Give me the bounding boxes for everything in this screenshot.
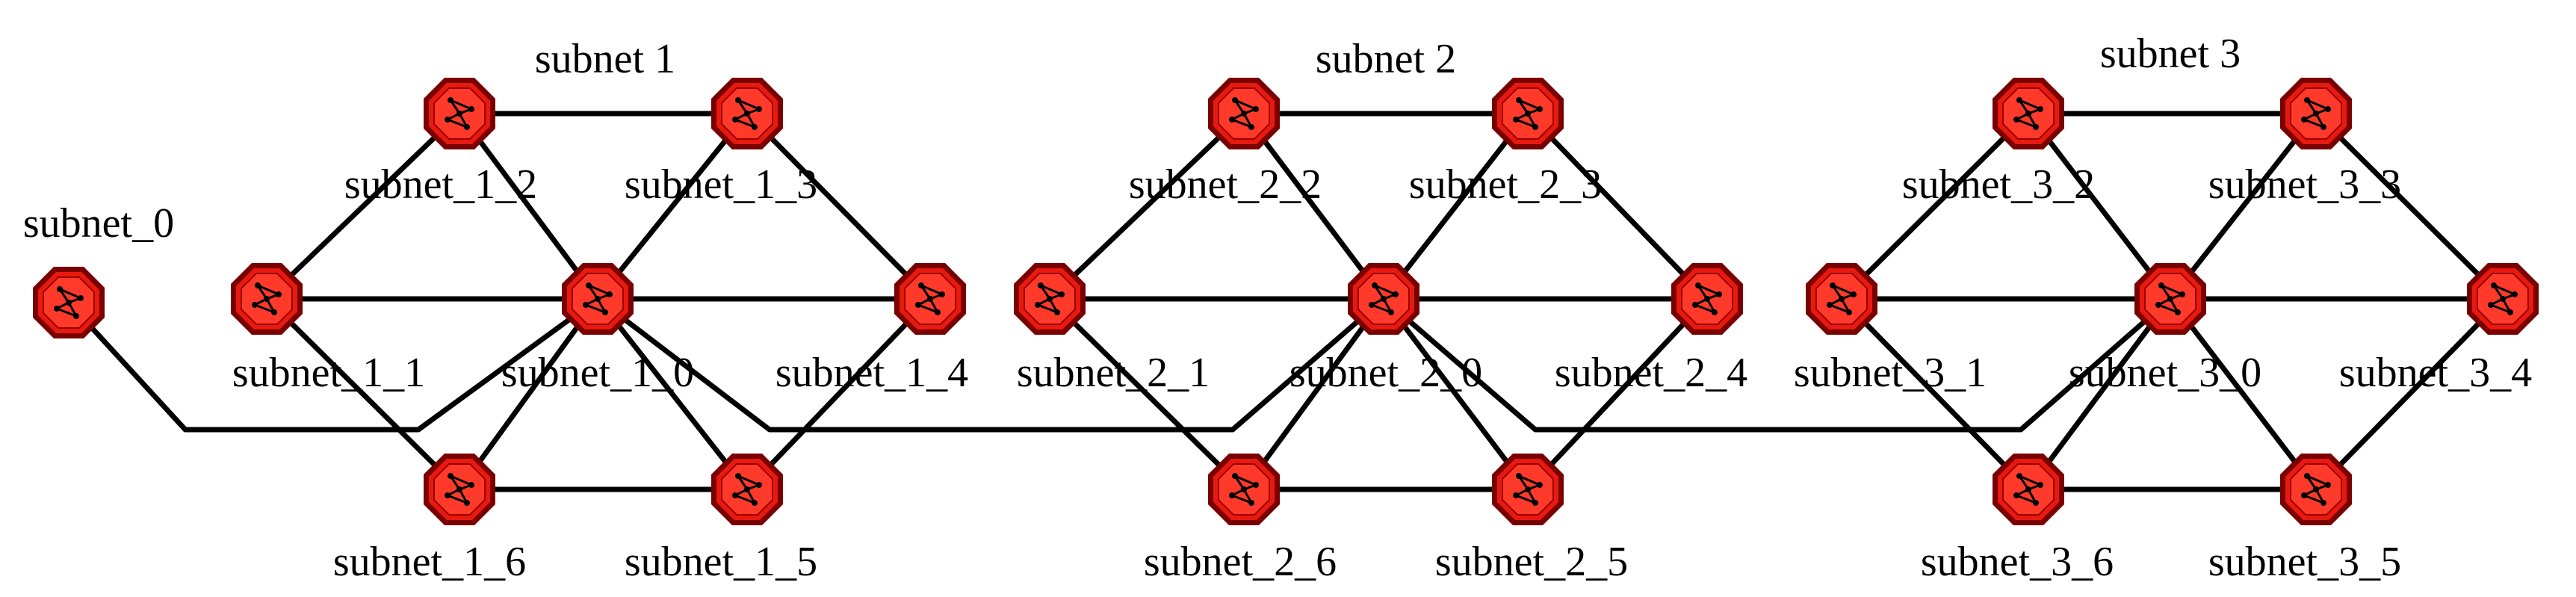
link-2-0-2-5 [1381,296,1531,492]
node-label: subnet_3_4 [2339,350,2532,396]
router-icon[interactable] [710,452,784,527]
link-1-2-1-1 [264,111,462,302]
node-label: subnet_2_3 [1409,161,1602,208]
router-icon[interactable] [2133,262,2208,336]
router-icon[interactable] [2465,262,2540,336]
router-icon[interactable] [710,76,784,151]
router-icon[interactable] [1490,76,1565,151]
network-links [66,111,2506,492]
link-3-0-3-6 [2025,296,2173,492]
subnet-1-title: subnet 1 [535,36,675,82]
router-icon[interactable] [560,262,635,336]
subnet-2-title: subnet 2 [1316,36,1456,82]
subnet-titles: subnet 1 subnet 2 subnet 3 [535,31,2241,82]
link-1-1-1-6 [264,296,462,492]
link-3-3-3-4 [2313,111,2506,302]
link-2-0-2-3 [1381,111,1531,302]
link-2-3-2-4 [1525,111,1710,302]
link-1-0-1-6 [456,296,601,492]
node-label: subnet_2_6 [1144,539,1337,585]
link-1-3-1-4 [744,111,933,302]
router-icon[interactable] [1991,76,2066,151]
link-1-0-1-3 [595,111,750,302]
link-1-0-1-2 [456,111,601,302]
link-3-0-3-2 [2025,111,2173,302]
link-3-2-3-1 [1839,111,2031,302]
node-label: subnet_2_2 [1129,161,1322,208]
node-label: subnet_3_1 [1794,350,1987,396]
node-labels: subnet_0 subnet_1_2 subnet_1_3 subnet_1_… [23,161,2532,585]
router-icon[interactable] [1991,452,2066,527]
router-icon[interactable] [2279,452,2353,527]
link-2-4-2-5 [1525,296,1710,492]
node-label: subnet_0 [23,200,174,247]
router-icon[interactable] [1490,452,1565,527]
node-label: subnet_1_5 [625,539,817,585]
link-subnet2-to-subnet3 [1381,296,2173,433]
link-3-0-3-5 [2167,296,2319,492]
node-label: subnet_2_4 [1555,350,1747,396]
router-icon[interactable] [2279,76,2353,151]
node-label: subnet_2_0 [1289,350,1482,396]
router-icon[interactable] [422,452,497,527]
node-label: subnet_2_5 [1435,539,1628,585]
router-icon[interactable] [1207,452,1281,527]
subnet-3-title: subnet 3 [2100,31,2241,77]
node-label: subnet_3_5 [2208,539,2401,585]
router-icon[interactable] [1012,262,1087,336]
link-2-0-2-2 [1241,111,1387,302]
link-subnet0-to-subnet1 [66,296,601,433]
link-2-2-2-1 [1047,111,1247,302]
router-icon[interactable] [1207,76,1281,151]
router-icon[interactable] [893,262,967,336]
link-1-4-1-5 [744,296,933,492]
node-label: subnet_3_0 [2069,350,2261,396]
router-icon[interactable] [1670,262,1744,336]
link-subnet1-to-subnet2 [595,296,1387,433]
node-label: subnet_3_2 [1902,161,2095,208]
router-icon[interactable] [422,76,497,151]
node-label: subnet_1_4 [775,350,968,396]
node-label: subnet_1_3 [625,161,817,208]
router-icon[interactable] [31,265,106,340]
link-2-0-2-6 [1241,296,1387,492]
router-icon[interactable] [1346,262,1421,336]
node-label: subnet_1_0 [501,350,694,396]
router-icon[interactable] [229,262,304,336]
link-3-0-3-3 [2167,111,2319,302]
link-3-1-3-6 [1839,296,2031,492]
node-label: subnet_1_6 [333,539,526,585]
link-1-0-1-5 [595,296,750,492]
node-label: subnet_3_6 [1921,539,2114,585]
node-label: subnet_1_1 [232,350,425,396]
node-label: subnet_1_2 [344,161,537,208]
node-label: subnet_3_3 [2208,161,2401,208]
node-label: subnet_2_1 [1017,350,1210,396]
link-2-1-2-6 [1047,296,1247,492]
router-icon[interactable] [1804,262,1879,336]
link-3-4-3-5 [2313,296,2506,492]
